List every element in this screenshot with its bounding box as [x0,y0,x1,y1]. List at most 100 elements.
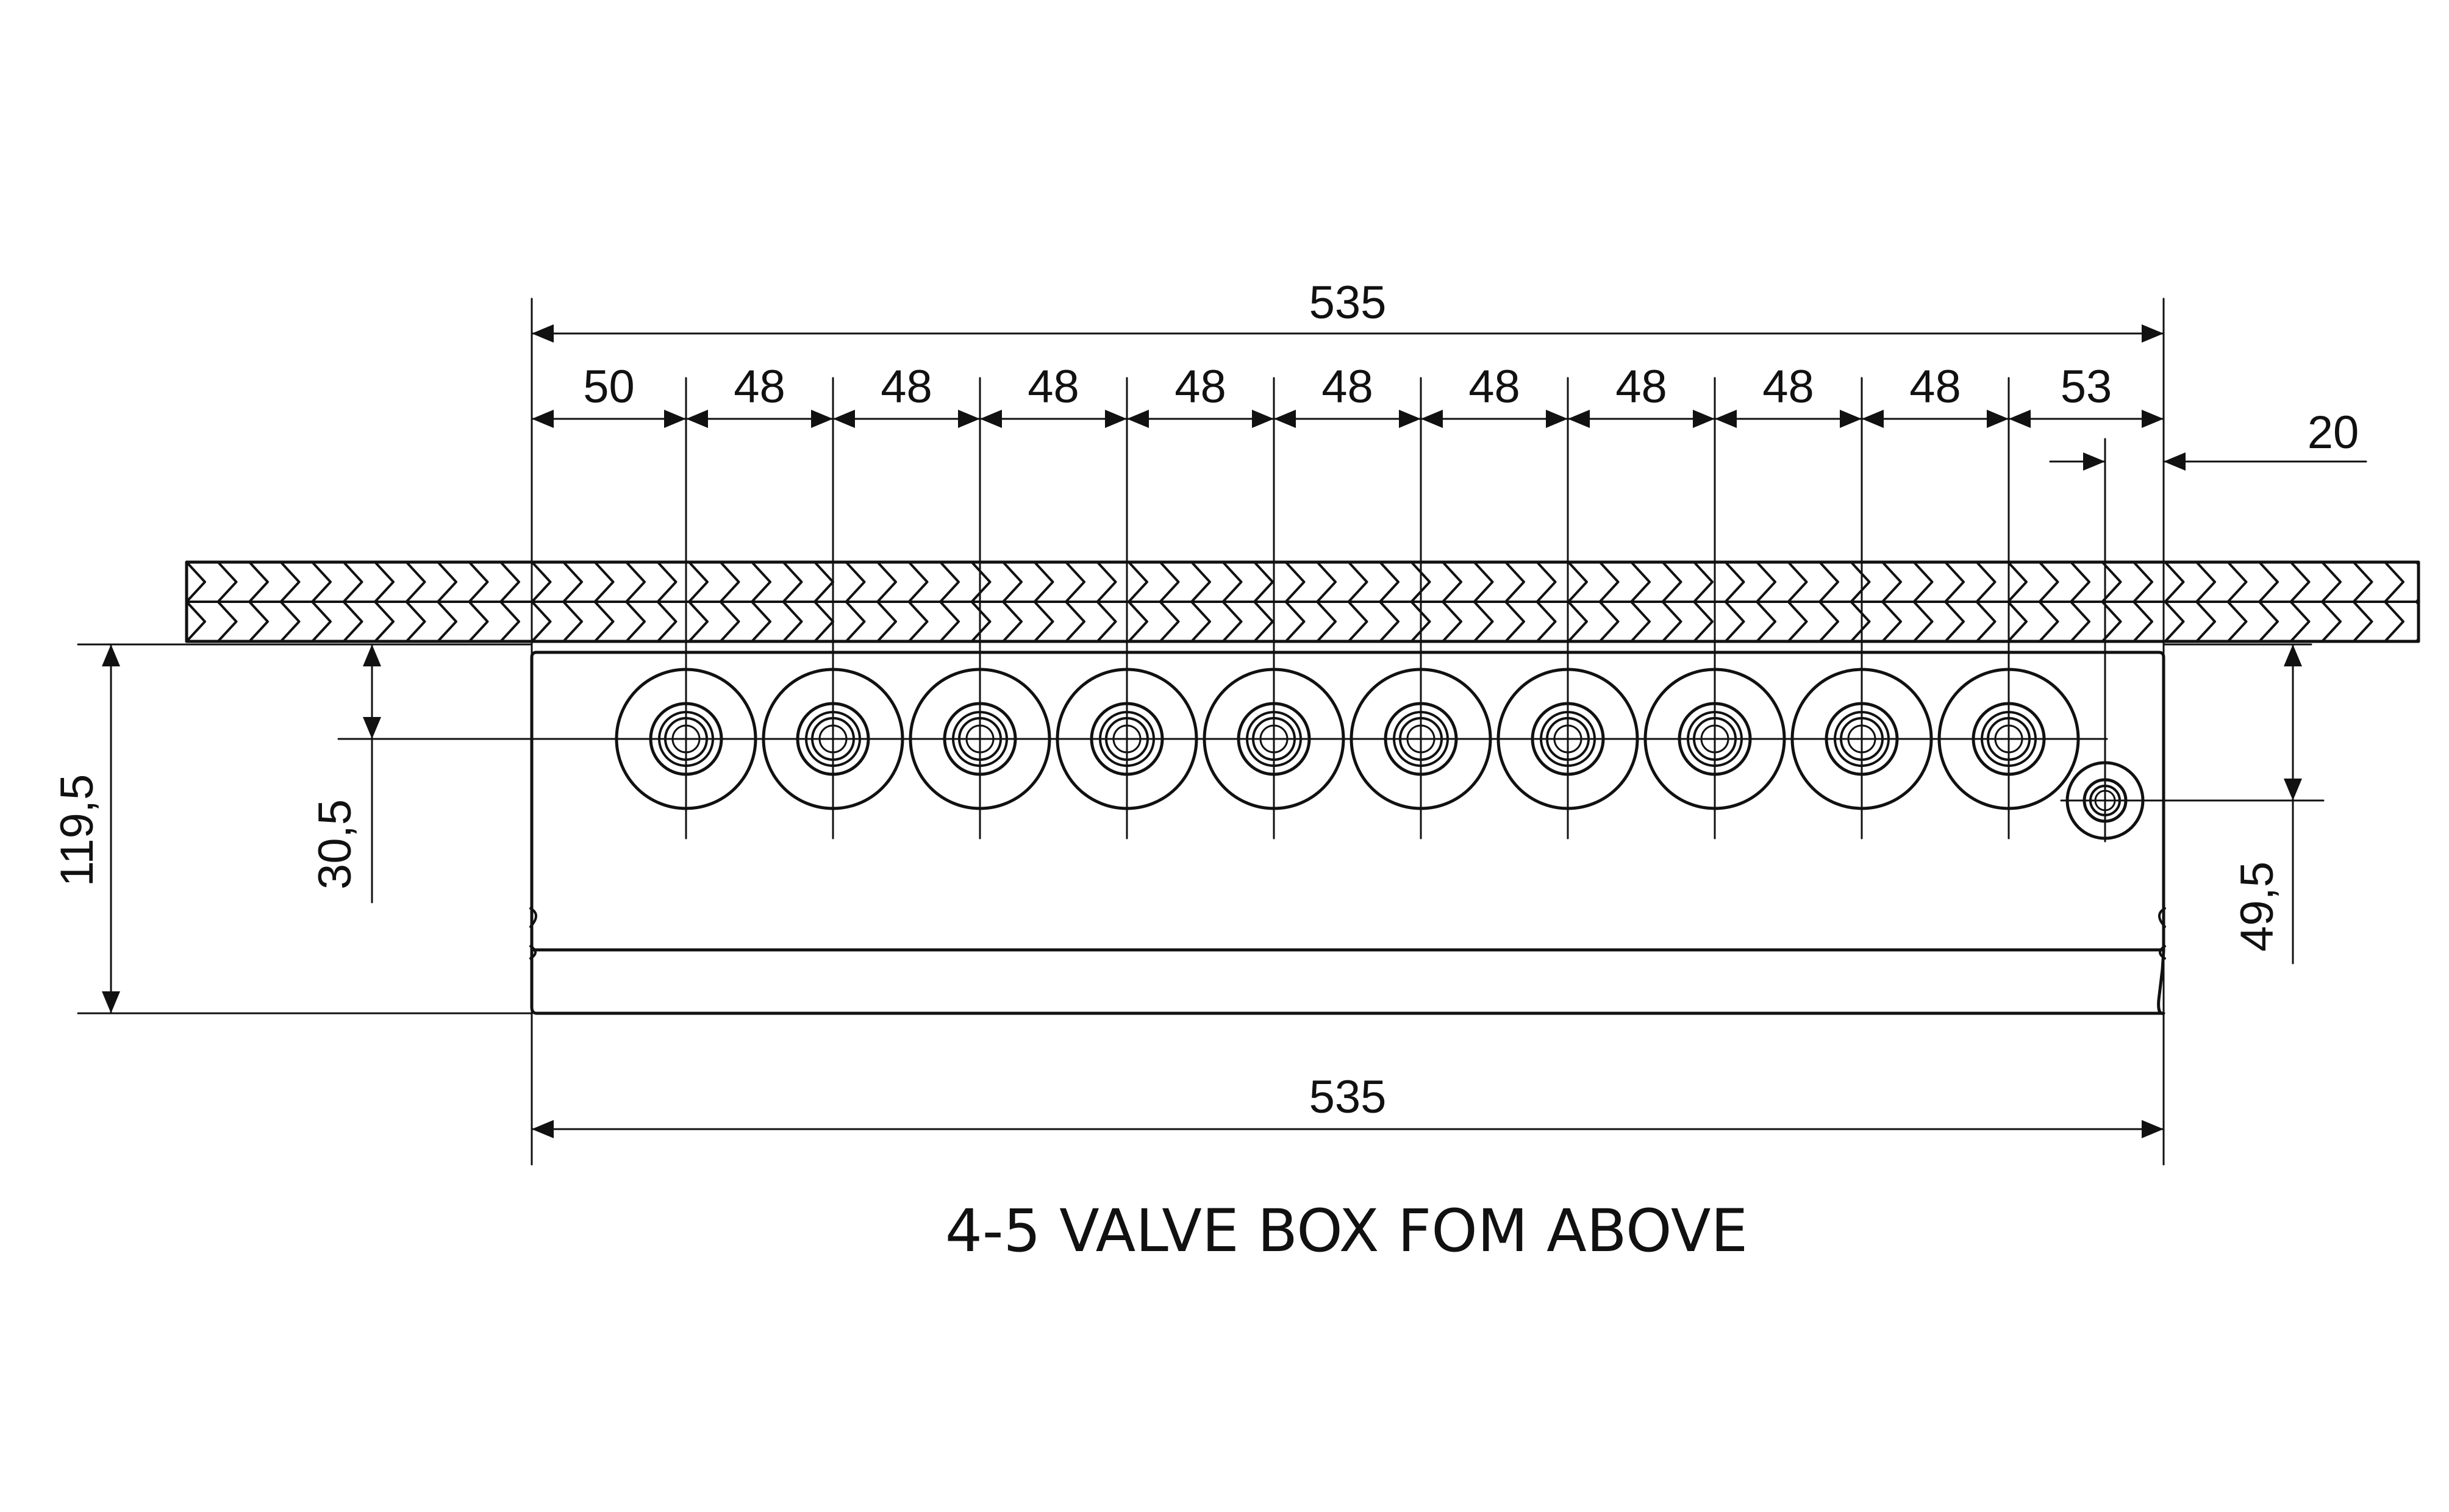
hatch-chevron [907,562,929,603]
hatch-chevron [1787,601,1808,641]
hatch-chevron [2007,601,2028,641]
spacing-label: 48 [1174,361,1226,413]
hatch-chevron [1787,562,1808,603]
hatched-rail [185,560,2420,643]
hatch-chevron [656,562,677,603]
hatch-chevron [2352,562,2373,603]
hatch-chevron [2195,601,2216,641]
hatch-chevron [1284,601,1306,641]
hatch-chevron [1944,601,1965,641]
right-depth-label: 49,5 [2231,861,2283,952]
hatch-chevron [2321,562,2342,603]
hatch-chevron [876,601,897,641]
hatch-chevron [1818,601,1839,641]
hatch-chevron [1912,601,1934,641]
hatch-chevron [1379,601,1400,641]
hatch-chevron [2164,562,2185,603]
hatch-chevron [656,601,677,641]
hatch-chevron [1316,601,1337,641]
hatch-chevron [1567,562,1588,603]
port-depth-label: 30,5 [309,799,361,890]
hatch-chevron [1881,601,1902,641]
hatch-chevron [187,601,206,641]
spacing-label: 48 [881,361,932,413]
hatch-chevron [593,601,615,641]
hatch-chevron [2070,562,2090,603]
hatch-chevron [2007,562,2028,603]
hatch-chevron [625,601,646,641]
hatch-chevron [1065,601,1085,641]
hatch-chevron [499,601,520,641]
hatch-chevron [688,562,709,603]
hatch-chevron [1944,562,1965,603]
hatch-chevron [562,562,583,603]
spacing-label: 48 [1909,361,1961,413]
hatch-chevron [688,601,709,641]
dimension-lines [77,298,2367,1166]
hatch-chevron [751,562,771,603]
hatch-chevron [1347,601,1368,641]
hatch-chevron [2258,601,2279,641]
hatch-chevron [751,601,771,641]
hatch-chevron [342,601,363,641]
hatch-chevron [1504,601,1525,641]
hatch-chevron [374,562,395,603]
hatch-chevron [1881,562,1902,603]
hatch-chevron [1221,562,1243,603]
hatch-chevron [1033,562,1054,603]
spacing-label: 53 [2061,361,2112,413]
hatch-chevron [970,562,992,603]
hatch-chevron [1661,601,1682,641]
hatch-chevron [468,562,489,603]
hatch-chevron [216,562,238,603]
hatch-chevron [939,601,960,641]
hatch-chevron [782,562,803,603]
hatch-chevron [1002,601,1023,641]
hatch-chevron [2195,562,2216,603]
hatch-chevron [813,601,834,641]
hatch-chevron [1850,601,1871,641]
hatch-chevron [625,562,646,603]
hatch-chevron [845,562,866,603]
hatch-chevron [311,601,332,641]
hatch-chevron [2070,601,2090,641]
hatch-chevron [782,601,803,641]
hatch-chevron [2352,601,2373,641]
hatch-chevron [1253,562,1274,603]
hatch-chevron [1316,562,1337,603]
hatch-chevron [813,562,834,603]
hatch-chevron [216,601,238,641]
hatch-chevron [1818,562,1839,603]
hatch-chevron [2133,601,2153,641]
hatch-chevron [1096,562,1117,603]
hatch-chevron [562,601,583,641]
hatch-chevron [2226,601,2248,641]
spacing-label: 48 [1615,361,1667,413]
spacing-label: 48 [1762,361,1814,413]
hatch-chevron [2384,562,2404,603]
hatch-chevron [1002,562,1023,603]
hatch-chevron [279,601,301,641]
hatch-chevron [279,562,301,603]
hatch-chevron [1975,562,1997,603]
hatch-chevron [1693,601,1714,641]
hatch-chevron [405,601,426,641]
hatch-chevron [719,601,740,641]
left-height-label: 119,5 [51,774,103,887]
hatch-chevron [1284,562,1306,603]
hatch-chevron [1473,562,1494,603]
hatch-chevron [593,562,615,603]
hatch-chevron [342,562,363,603]
hatch-chevron [1253,601,1274,641]
hatch-chevron [2164,601,2185,641]
hatch-chevron [248,562,269,603]
valve-box-body [529,651,2166,1015]
hatch-chevron [187,562,206,603]
spacing-label: 48 [1028,361,1079,413]
hatch-chevron [2258,562,2279,603]
drawing-title: 4-5 VALVE BOX FOM ABOVE [945,1197,1748,1265]
spacing-label: 50 [583,361,635,413]
spacing-label: 48 [1468,361,1520,413]
hatch-chevron [1065,562,1085,603]
hatch-chevron [499,562,520,603]
